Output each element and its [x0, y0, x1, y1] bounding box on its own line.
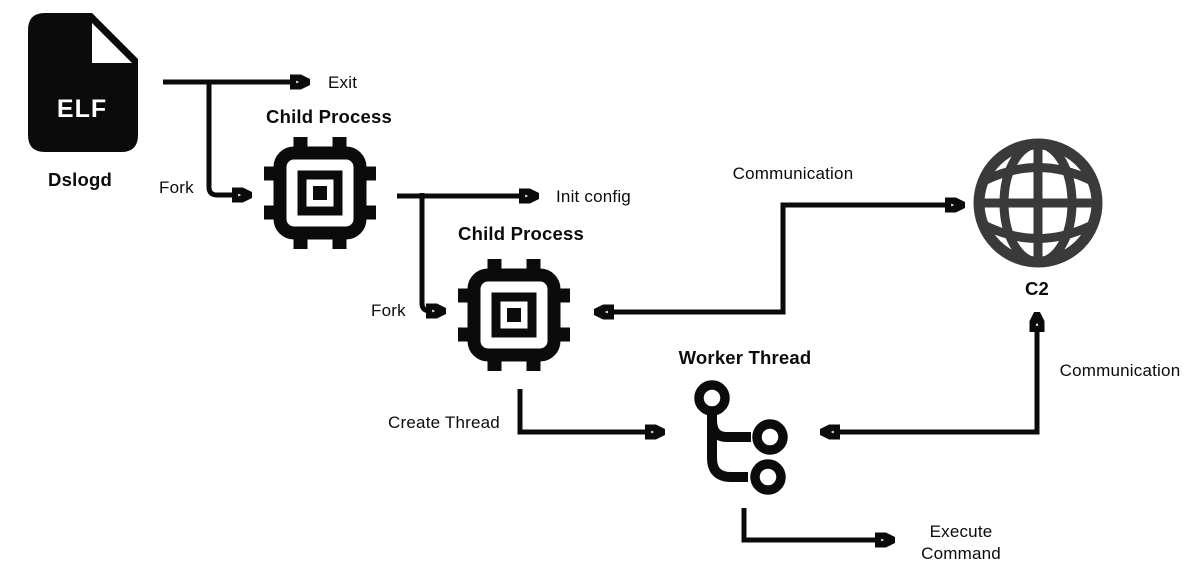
label-communication-right: Communication [1059, 361, 1181, 380]
chip-icon [264, 137, 376, 249]
arrow-communication-child2-c2 [610, 205, 949, 312]
node-label-child-process-1: Child Process [266, 106, 392, 127]
file-badge: ELF [57, 95, 107, 123]
label-execute-line1: Execute [929, 522, 993, 541]
node-label-c2: C2 [1024, 278, 1050, 299]
git-branch-icon [694, 380, 788, 495]
label-fork-1: Fork [159, 178, 194, 197]
label-execute-line2: Command [921, 544, 1001, 563]
label-exit: Exit [328, 73, 358, 92]
chip-icon [458, 259, 570, 371]
arrow-fork-1 [206, 80, 236, 195]
arrow-execute-command [741, 508, 879, 540]
arrow-fork-2 [419, 193, 430, 311]
node-label-elf: Dslogd [48, 169, 112, 190]
node-label-worker-thread: Worker Thread [678, 347, 812, 368]
node-label-child-process-2: Child Process [458, 223, 584, 244]
label-fork-2: Fork [371, 301, 406, 320]
label-communication-top: Communication [732, 164, 854, 183]
label-execute-command: Execute Command [921, 521, 1001, 565]
globe-icon [973, 138, 1103, 268]
label-init-config: Init config [556, 187, 631, 206]
arrow-communication-worker-c2 [836, 328, 1037, 432]
label-create-thread: Create Thread [388, 413, 500, 432]
file-icon: ELF [28, 13, 138, 152]
arrow-create-thread [517, 389, 649, 432]
